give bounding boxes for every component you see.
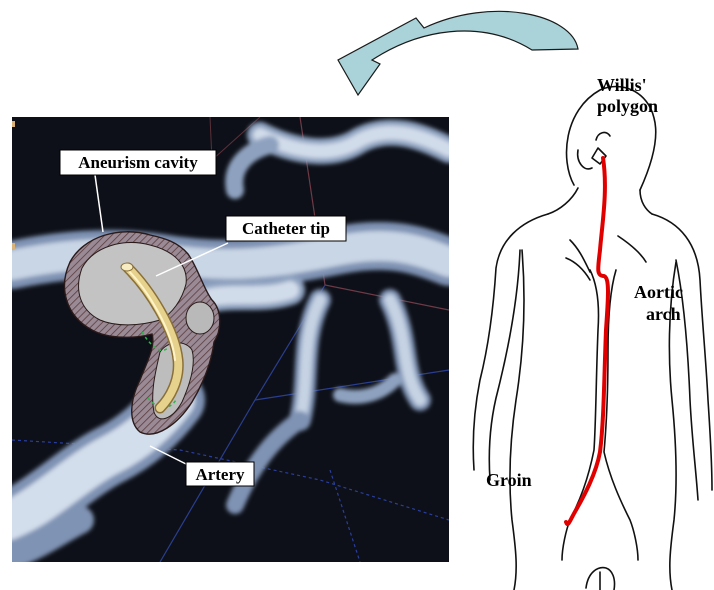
- label-aneurism-cavity: Aneurism cavity: [60, 150, 216, 175]
- angiography-render-panel: [12, 117, 449, 562]
- label-artery: Artery: [186, 462, 254, 486]
- label-groin: Groin: [486, 470, 532, 490]
- catheter-path: [566, 158, 608, 524]
- svg-text:Catheter tip: Catheter tip: [242, 219, 330, 238]
- curved-arrow: [338, 11, 578, 95]
- svg-text:Aneurism cavity: Aneurism cavity: [78, 153, 198, 172]
- svg-text:Willis': Willis': [597, 75, 647, 95]
- svg-text:polygon: polygon: [597, 96, 658, 116]
- label-aortic-arch: Aortic arch: [634, 282, 683, 324]
- svg-text:arch: arch: [646, 304, 681, 324]
- body-outline: [473, 86, 712, 590]
- svg-text:Aortic: Aortic: [634, 282, 683, 302]
- svg-text:Artery: Artery: [195, 465, 245, 484]
- label-catheter-tip: Catheter tip: [226, 216, 346, 241]
- label-willis-polygon: Willis' polygon: [597, 75, 658, 116]
